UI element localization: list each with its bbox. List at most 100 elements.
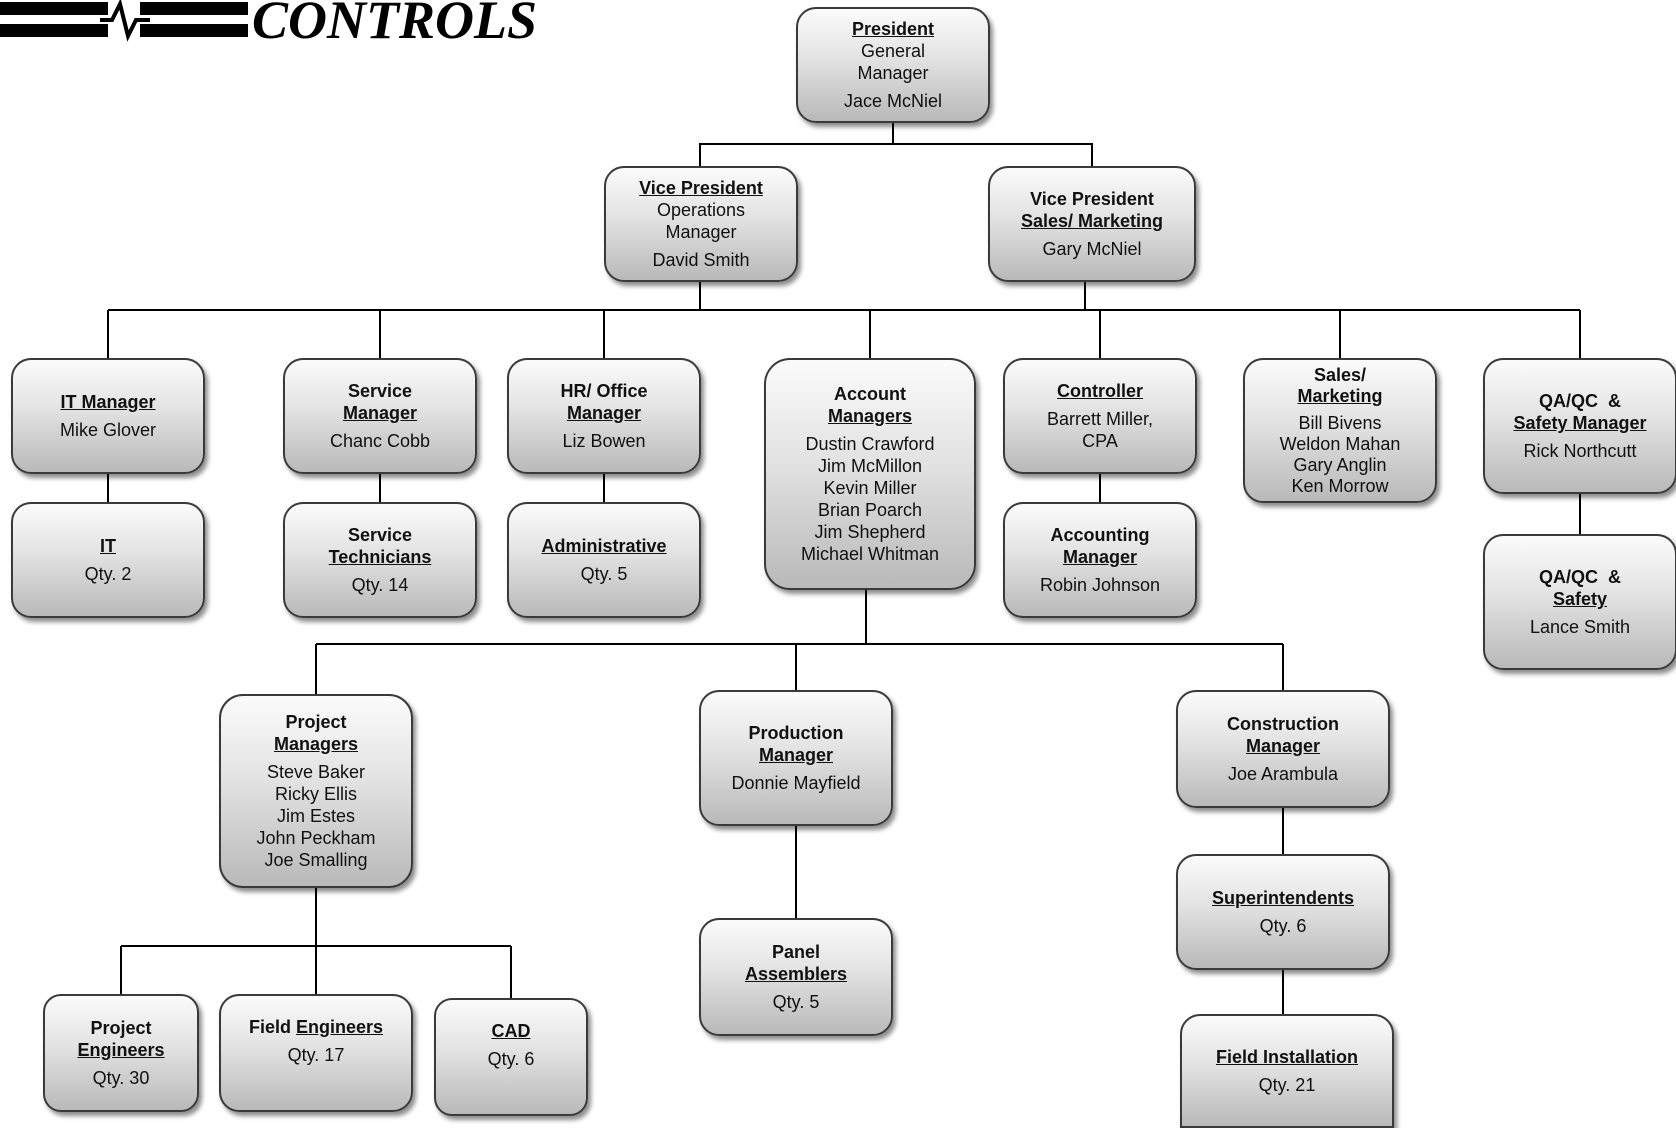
production-manager-title2: Manager [758,745,834,765]
superintendents-title: Superintendents [1211,888,1354,908]
service-technicians-box: Service Technicians Qty. 14 [283,502,477,618]
hr-manager-name: Liz Bowen [562,431,646,451]
field-engineers-title-underlined: Engineers [295,1017,384,1037]
hr-manager-box: HR/ Office Manager Liz Bowen [507,358,701,474]
account-managers-box: Account Managers Dustin Crawford Jim McM… [764,358,976,590]
field-engineers-qty: Qty. 17 [287,1045,345,1065]
it-manager-box: IT Manager Mike Glover [11,358,205,474]
sales-marketing-box: Sales/ Marketing Bill Bivens Weldon Maha… [1243,358,1437,503]
vp-operations-title: Vice President [639,178,763,198]
production-manager-name: Donnie Mayfield [731,773,861,793]
cad-qty: Qty. 6 [487,1049,535,1069]
production-manager-title: Production [748,723,844,743]
controller-line2: CPA [1082,431,1118,451]
project-managers-box: Project Managers Steve Baker Ricky Ellis… [219,694,413,888]
hr-manager-title2: Manager [566,403,642,423]
qa-safety-manager-title2: Safety Manager [1513,413,1647,433]
it-qty: Qty. 2 [84,564,132,584]
field-installation-box: Field Installation Qty. 21 [1180,1014,1394,1128]
project-manager-name: Joe Smalling [264,850,368,870]
construction-manager-box: Construction Manager Joe Arambula [1176,690,1390,808]
service-manager-box: Service Manager Chanc Cobb [283,358,477,474]
project-managers-title: Project [285,712,347,732]
accounting-manager-name: Robin Johnson [1039,575,1161,595]
it-title: IT [100,536,116,556]
service-manager-title2: Manager [342,403,418,423]
vp-sales-name: Gary McNiel [1042,239,1142,259]
qa-safety-manager-title: QA/QC & [1538,391,1621,411]
construction-manager-title2: Manager [1245,736,1321,756]
cad-title: CAD [491,1021,531,1041]
president-title: President [851,19,935,39]
sales-marketing-name: Weldon Mahan [1279,433,1401,454]
construction-manager-title: Construction [1227,714,1339,734]
president-line1: General [860,41,926,61]
accounting-manager-title: Accounting [1050,525,1150,545]
service-technicians-qty: Qty. 14 [351,575,409,595]
panel-assemblers-title2: Assemblers [744,964,848,984]
accounting-manager-box: Accounting Manager Robin Johnson [1003,502,1197,618]
hr-manager-title: HR/ Office [560,381,648,401]
controller-box: Controller Barrett Miller, CPA [1003,358,1197,474]
sales-marketing-title: Sales/ [1313,364,1367,385]
panel-assemblers-box: Panel Assemblers Qty. 5 [699,918,893,1036]
vp-sales-box: Vice President Sales/ Marketing Gary McN… [988,166,1196,282]
account-manager-name: Jim McMillon [817,456,922,476]
vp-operations-name: David Smith [652,250,750,270]
administrative-title: Administrative [541,536,667,556]
field-installation-title: Field Installation [1215,1047,1358,1067]
field-engineers-title: Field Engineers [249,1016,383,1038]
project-manager-name: John Peckham [256,828,376,848]
sales-marketing-title2: Marketing [1297,385,1383,406]
president-box: President General Manager Jace McNiel [796,7,990,123]
vp-operations-box: Vice President Operations Manager David … [604,166,798,282]
vp-operations-line1: Operations [656,200,746,220]
vp-sales-title: Vice President [1030,189,1154,209]
field-engineers-box: Field Engineers Qty. 17 [219,994,413,1112]
it-manager-title: IT Manager [60,392,156,412]
cad-box: CAD Qty. 6 [434,998,588,1116]
account-manager-name: Jim Shepherd [814,522,926,542]
service-manager-title: Service [347,381,413,401]
qa-safety-title2: Safety [1552,589,1608,609]
project-engineers-box: Project Engineers Qty. 30 [43,994,199,1112]
administrative-qty: Qty. 5 [580,564,628,584]
qa-safety-manager-box: QA/QC & Safety Manager Rick Northcutt [1483,358,1676,494]
president-line2: Manager [857,63,929,83]
superintendents-qty: Qty. 6 [1259,916,1307,936]
project-manager-name: Steve Baker [266,762,366,782]
vp-operations-line2: Manager [665,222,737,242]
project-manager-name: Ricky Ellis [274,784,357,804]
accounting-manager-title2: Manager [1062,547,1138,567]
panel-assemblers-title: Panel [771,942,821,962]
service-manager-name: Chanc Cobb [329,431,431,451]
project-engineers-title: Project [90,1018,152,1038]
account-managers-title2: Managers [827,406,913,426]
controller-line1: Barrett Miller, [1046,409,1154,429]
controller-title: Controller [1056,381,1143,401]
account-manager-name: Kevin Miller [823,478,917,498]
project-engineers-qty: Qty. 30 [92,1068,150,1088]
president-name: Jace McNiel [843,91,943,111]
company-logo: CONTROLS [0,0,537,46]
account-manager-name: Brian Poarch [817,500,923,520]
sales-marketing-name: Bill Bivens [1298,412,1382,433]
qa-safety-title: QA/QC & [1538,567,1621,587]
project-managers-title2: Managers [273,734,359,754]
project-engineers-title2: Engineers [77,1040,165,1060]
vp-sales-title2: Sales/ Marketing [1020,211,1164,231]
superintendents-box: Superintendents Qty. 6 [1176,854,1390,970]
account-manager-name: Michael Whitman [800,544,940,564]
administrative-box: Administrative Qty. 5 [507,502,701,618]
construction-manager-name: Joe Arambula [1227,764,1339,784]
qa-safety-box: QA/QC & Safety Lance Smith [1483,534,1676,670]
sales-marketing-name: Ken Morrow [1291,475,1389,496]
service-technicians-title: Service [347,525,413,545]
logo-text: CONTROLS [252,0,537,46]
account-managers-title: Account [834,384,906,404]
it-box: IT Qty. 2 [11,502,205,618]
account-manager-name: Dustin Crawford [805,434,935,454]
service-technicians-title2: Technicians [328,547,432,567]
panel-assemblers-qty: Qty. 5 [772,992,820,1012]
qa-safety-name: Lance Smith [1529,617,1631,637]
